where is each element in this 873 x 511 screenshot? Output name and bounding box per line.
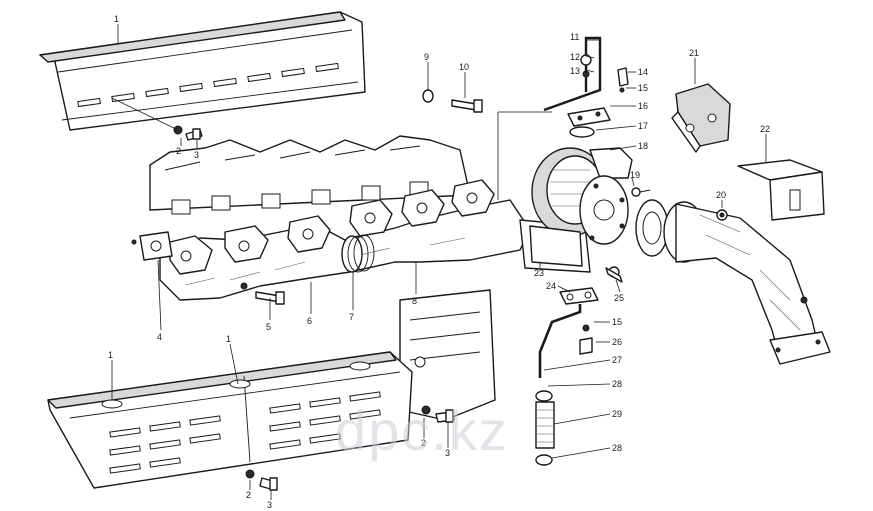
callout-16: 16 bbox=[638, 101, 648, 111]
callout-17: 17 bbox=[638, 121, 648, 131]
oil-drain-pipe bbox=[535, 266, 623, 466]
callout-20: 20 bbox=[716, 190, 726, 200]
lower-shield-bolt-bottom bbox=[245, 469, 278, 491]
callout-10: 10 bbox=[459, 62, 469, 72]
callout-7: 7 bbox=[349, 312, 354, 322]
callout-3-lower-right: 3 bbox=[445, 448, 450, 458]
support-bracket bbox=[737, 159, 825, 221]
callout-3-lower-bottom: 3 bbox=[267, 500, 272, 510]
turbo-nut bbox=[631, 187, 651, 197]
callout-14: 14 bbox=[638, 67, 648, 77]
callout-11: 11 bbox=[570, 32, 579, 42]
lower-heat-shield bbox=[47, 351, 413, 489]
callout-8: 8 bbox=[412, 296, 417, 306]
callout-15-lower: 15 bbox=[612, 317, 622, 327]
callout-24: 24 bbox=[546, 281, 556, 291]
callout-3-upper: 3 bbox=[194, 150, 199, 160]
callout-18: 18 bbox=[638, 141, 648, 151]
callout-19: 19 bbox=[630, 170, 640, 180]
callout-22: 22 bbox=[760, 124, 770, 134]
callout-26: 26 bbox=[612, 337, 622, 347]
upper-shield-bolt bbox=[173, 125, 203, 141]
manifold-gasket bbox=[131, 231, 173, 261]
watermark-text: dpc.kz bbox=[335, 399, 509, 462]
callout-1-lower-mid: 1 bbox=[226, 334, 231, 344]
callout-28-lower: 28 bbox=[612, 443, 622, 453]
leader-lines bbox=[111, 24, 767, 500]
clamp-bracket bbox=[671, 83, 731, 153]
callout-5: 5 bbox=[266, 322, 271, 332]
manifold-bolt bbox=[240, 282, 285, 305]
exhaust-elbow-pipe bbox=[635, 199, 831, 365]
callout-13: 13 bbox=[570, 66, 580, 76]
lower-shield-bolt-right bbox=[421, 405, 455, 423]
turbocharger bbox=[531, 147, 633, 245]
upper-heat-shield bbox=[39, 11, 366, 131]
turbo-flange-gasket bbox=[529, 225, 583, 267]
callout-1-lower-left: 1 bbox=[108, 350, 113, 360]
callout-28-upper: 28 bbox=[612, 379, 622, 389]
callout-4: 4 bbox=[157, 332, 162, 342]
callout-2-upper: 2 bbox=[176, 146, 181, 156]
callout-27: 27 bbox=[612, 355, 622, 365]
callout-1-upper-shield: 1 bbox=[114, 14, 119, 24]
callout-numbers: 1 1 1 2 3 2 3 2 3 4 5 6 7 8 9 10 11 12 1… bbox=[108, 14, 770, 510]
manifold-upper-bolt bbox=[422, 89, 483, 113]
callout-2-lower-right: 2 bbox=[421, 438, 426, 448]
elbow-nut bbox=[716, 209, 728, 221]
callout-23: 23 bbox=[534, 268, 544, 278]
callout-29: 29 bbox=[612, 409, 622, 419]
callout-25: 25 bbox=[614, 293, 624, 303]
engine-block bbox=[149, 135, 496, 421]
callout-9: 9 bbox=[424, 52, 429, 62]
callout-21: 21 bbox=[689, 48, 699, 58]
callout-2-lower-bottom: 2 bbox=[246, 490, 251, 500]
callout-15-upper: 15 bbox=[638, 83, 648, 93]
callout-6: 6 bbox=[307, 316, 312, 326]
callout-12: 12 bbox=[570, 52, 580, 62]
oil-feed-pipe bbox=[543, 36, 629, 138]
